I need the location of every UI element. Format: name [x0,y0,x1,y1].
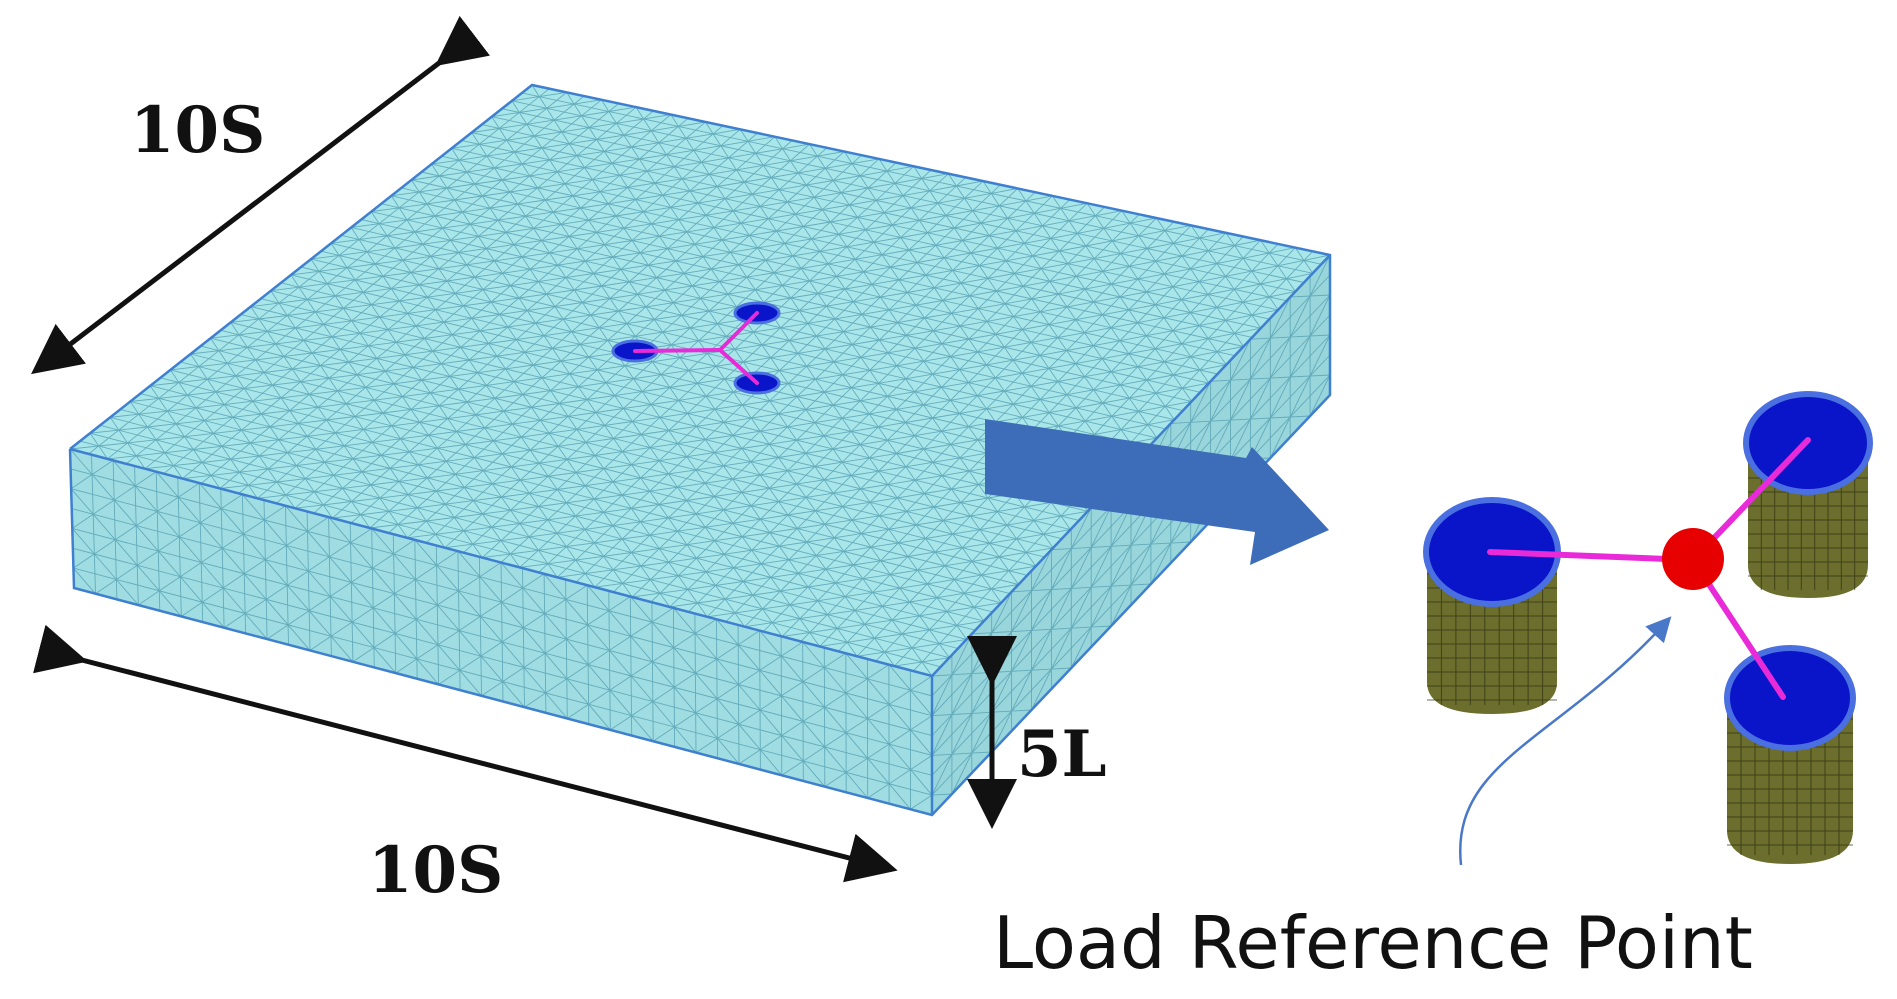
top-width-label: 10S [130,93,265,168]
zoom-arrow [985,419,1329,565]
pile-left [1423,497,1561,714]
thickness-label: 5L [1017,717,1107,792]
reference-point-caption: Load Reference Point [993,901,1753,985]
slab-connector-1 [718,311,759,352]
reference-point [1662,528,1724,590]
slab-connector-3 [718,348,759,385]
slab-connector-2 [633,348,722,353]
pointer-arrow [1458,616,1672,866]
slab-edges [68,83,1332,817]
slab-pile-group [611,301,781,395]
dimension-arrows [31,15,1017,883]
pile-right-top [1743,391,1873,598]
connector-left [1487,549,1696,563]
top-width-arrow [31,15,490,375]
bottom-width-arrow [33,624,898,883]
zoomed-pile-group [1423,391,1873,864]
pile-bottom [1724,645,1856,864]
bottom-width-label: 10S [368,833,503,908]
